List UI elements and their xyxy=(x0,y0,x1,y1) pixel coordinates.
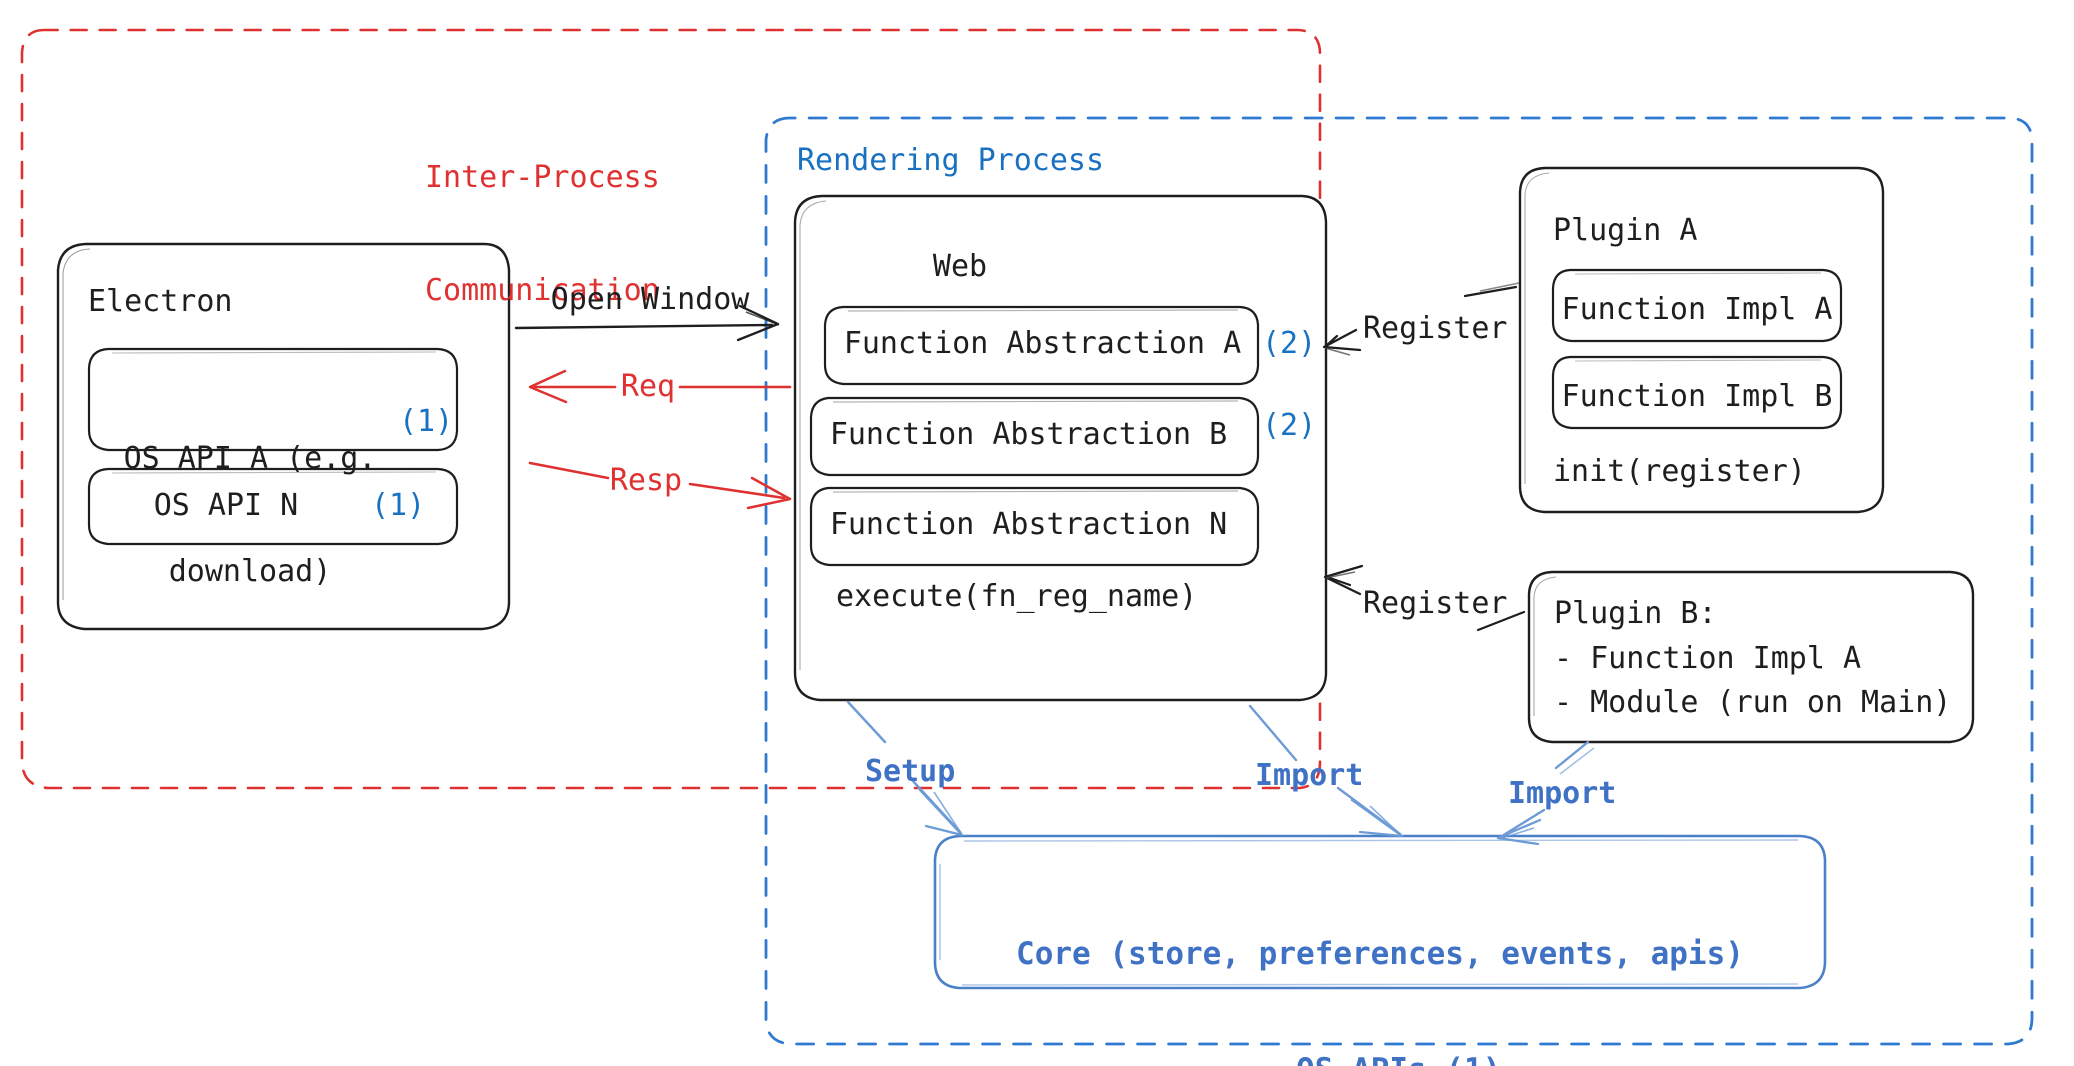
function-abstraction-b-marker: (2) xyxy=(1262,408,1317,443)
edge-import-web xyxy=(1248,704,1404,838)
function-abstraction-b-label: Function Abstraction B xyxy=(829,417,1228,452)
ipc-group-boundary xyxy=(20,28,1322,790)
plugin-b-box xyxy=(1527,570,1975,744)
edge-setup xyxy=(846,700,964,837)
function-impl-a-label: Function Impl A xyxy=(1561,292,1833,327)
ipc-group-label: Inter-Process Communication xyxy=(425,160,660,308)
rendering-process-boundary xyxy=(764,116,2034,1046)
function-abstraction-b-box xyxy=(809,396,1260,477)
os-api-n-label: OS API N xyxy=(153,488,299,523)
edge-register-plugin-b xyxy=(1323,564,1526,632)
plugin-b-title: Plugin B: xyxy=(1554,596,1717,631)
web-footer-label: execute(fn_reg_name) xyxy=(836,579,1198,614)
function-abstraction-a-label: Function Abstraction A xyxy=(843,326,1242,361)
plugin-b-line-1: - Function Impl A xyxy=(1554,641,1862,676)
edge-setup-label: Setup xyxy=(865,754,956,789)
function-abstraction-n-box xyxy=(809,486,1260,567)
function-abstraction-a-marker: (2) xyxy=(1262,326,1317,361)
plugin-b-line-2: - Module (run on Main) xyxy=(1554,685,1952,720)
core-line-2: - OS APIs (1) xyxy=(945,1051,1815,1066)
plugin-a-footer-label: init(register) xyxy=(1553,454,1806,489)
rendering-process-label: Rendering Process xyxy=(797,143,1105,178)
edge-import-plugin-b-label: Import xyxy=(1508,776,1617,811)
function-impl-b-label: Function Impl B xyxy=(1561,379,1833,414)
os-api-a-marker: (1) xyxy=(399,404,454,439)
edge-req xyxy=(528,369,792,404)
os-api-n-marker: (1) xyxy=(371,488,426,523)
plugin-a-title: Plugin A xyxy=(1553,213,1698,248)
os-api-a-box xyxy=(87,347,459,452)
edge-resp xyxy=(528,461,792,510)
edge-req-label: Req xyxy=(620,369,676,404)
web-title: Web xyxy=(932,249,988,284)
edge-resp-label: Resp xyxy=(609,463,683,498)
edge-open-window-label: Open Window xyxy=(550,282,750,317)
edge-register-plugin-a-label: Register xyxy=(1363,311,1508,346)
function-impl-b-box xyxy=(1551,355,1843,430)
function-abstraction-n-label: Function Abstraction N xyxy=(829,507,1228,542)
core-line-1: Core (store, preferences, events, apis) xyxy=(1016,935,1744,972)
function-impl-a-box xyxy=(1551,268,1843,343)
edge-register-plugin-b-label: Register xyxy=(1363,586,1508,621)
core-label: Core (store, preferences, events, apis) … xyxy=(945,857,1815,1066)
electron-title: Electron xyxy=(88,284,233,319)
os-api-a-label: OS API A (e.g. download) xyxy=(123,441,377,589)
os-api-n-box xyxy=(87,467,459,546)
edge-open-window xyxy=(514,304,780,342)
edge-import-web-label: Import xyxy=(1255,758,1364,793)
edge-register-plugin-a xyxy=(1322,282,1520,356)
function-abstraction-a-box xyxy=(823,305,1260,386)
edge-import-plugin-b xyxy=(1496,740,1595,846)
core-box xyxy=(933,834,1827,990)
